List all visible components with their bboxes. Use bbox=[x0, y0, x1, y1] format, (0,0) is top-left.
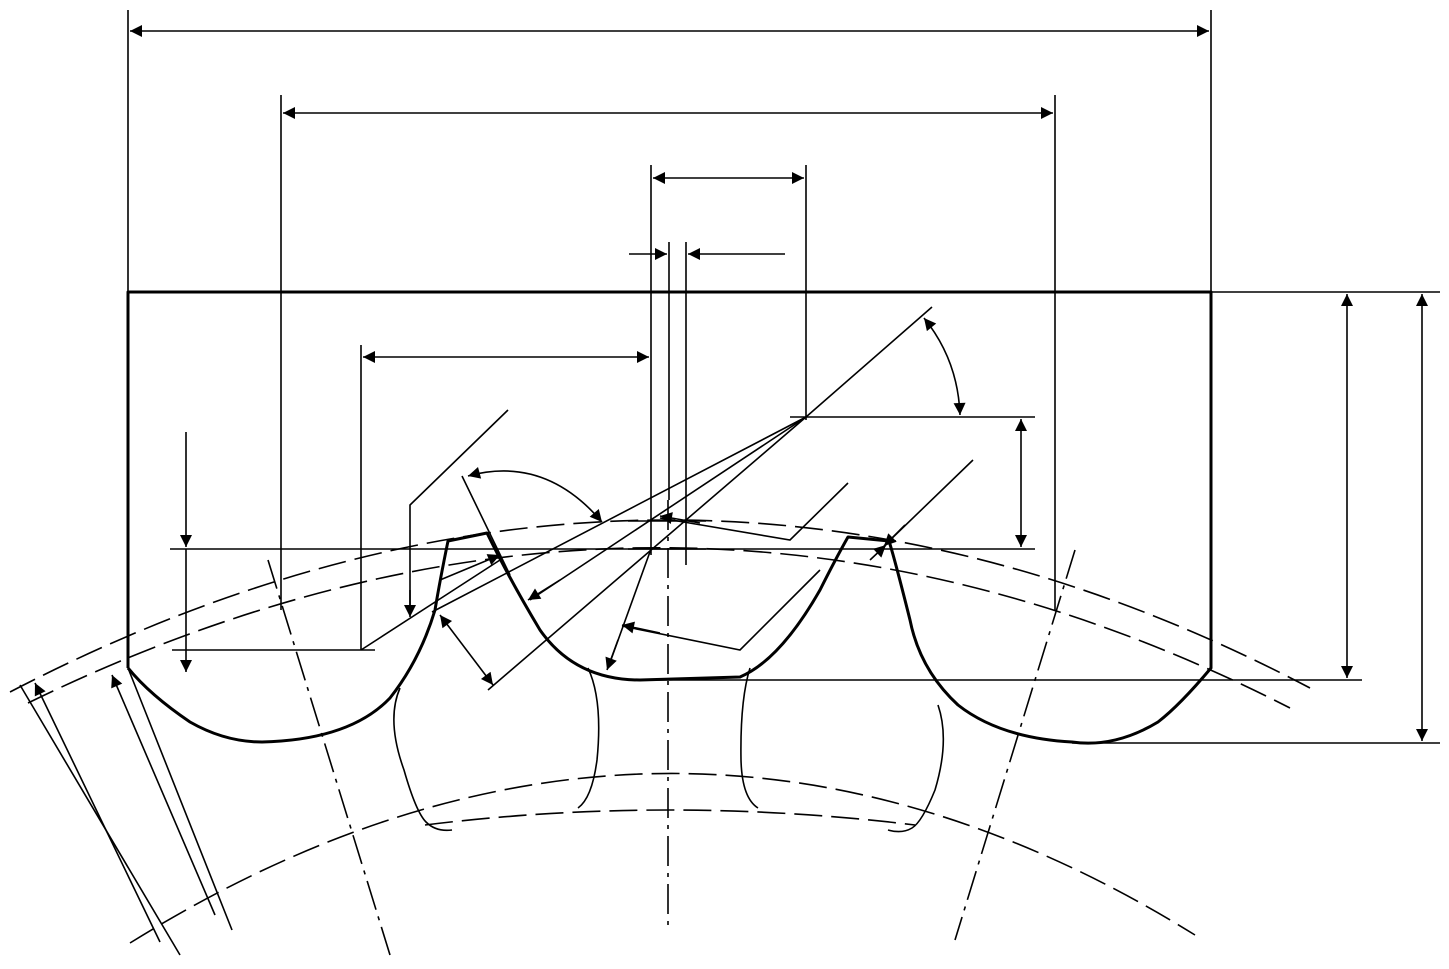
leader-right-upper bbox=[659, 482, 849, 541]
leader-right-lower bbox=[621, 569, 821, 651]
extension-lines bbox=[127, 10, 1440, 744]
rack-outline bbox=[126, 290, 1213, 745]
leader-arrow-tip-left bbox=[439, 554, 501, 581]
leader-arrow-right-lower bbox=[621, 621, 661, 634]
gear-inner-circle bbox=[424, 809, 916, 826]
gear-root-circle bbox=[129, 772, 1196, 944]
gear-tooth-right bbox=[887, 704, 945, 833]
rack-cutter bbox=[126, 290, 1213, 745]
dimension-lines bbox=[34, 25, 1428, 943]
dim-tooth-width bbox=[439, 614, 494, 686]
ext-radial-1 bbox=[127, 667, 233, 931]
leader-arrow-right-tip bbox=[883, 524, 906, 547]
gear-outline bbox=[9, 519, 1311, 944]
gear-pitch-circle bbox=[27, 546, 1291, 709]
leader-arrow-flank bbox=[869, 544, 887, 561]
leader-left-lower bbox=[360, 559, 501, 651]
leader-lines bbox=[19, 306, 974, 956]
leader-arrow-pitch-down bbox=[605, 639, 619, 671]
angle-arc-top-right bbox=[923, 317, 966, 416]
dim-radial-outer bbox=[34, 682, 161, 943]
angle-arc-left bbox=[467, 467, 603, 523]
leader-ray-4 bbox=[805, 306, 933, 418]
center-lines bbox=[267, 500, 1076, 956]
leader-arrow-right-upper bbox=[659, 512, 701, 524]
radial-line-right bbox=[954, 549, 1076, 941]
gear-tip-circle bbox=[9, 519, 1311, 693]
gear-tooth-middle-left bbox=[577, 667, 600, 809]
dim-radial-inner bbox=[111, 674, 216, 916]
leader-ray-3 bbox=[487, 416, 807, 691]
leader-arrow-ray-2 bbox=[527, 579, 561, 601]
leader-ray-1 bbox=[431, 416, 807, 613]
leader-left-top bbox=[409, 409, 509, 615]
ext-radial-2 bbox=[19, 684, 181, 956]
angle-arcs bbox=[467, 317, 966, 523]
leader-ray-2 bbox=[529, 416, 807, 601]
gear-tooth-left bbox=[393, 687, 453, 832]
gear-tooth-middle-right bbox=[740, 667, 759, 809]
radial-line-left bbox=[267, 559, 391, 956]
